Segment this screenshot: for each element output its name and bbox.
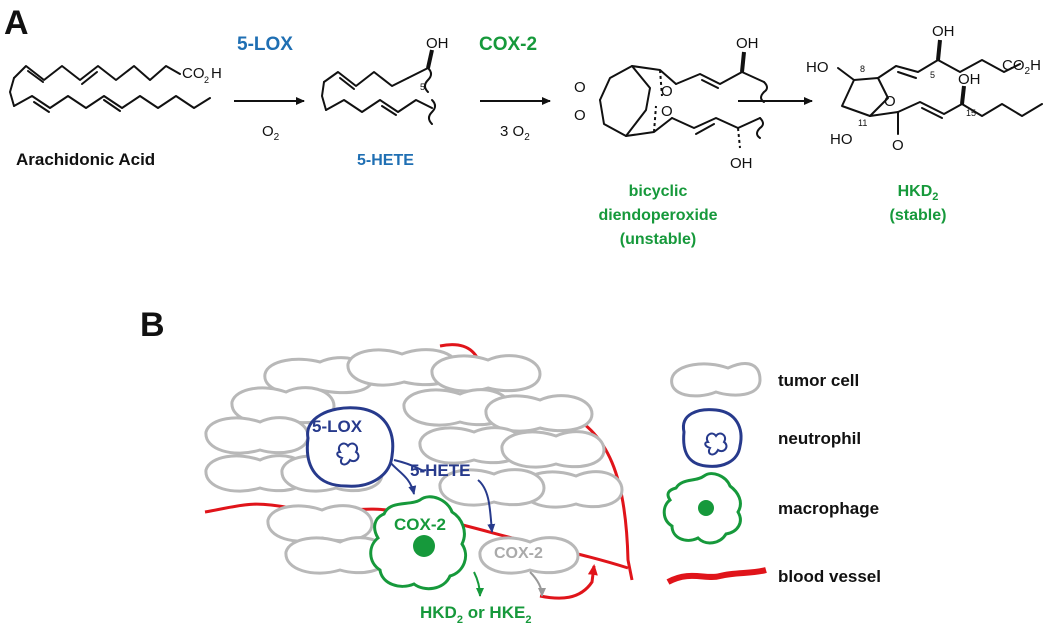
5-hete-structure: OH 5	[321, 35, 449, 125]
arrow-5hete-to-tumor	[477, 479, 496, 533]
legend-blood-vessel: blood vessel	[778, 567, 881, 586]
hkd-co2h: CO2H	[1002, 57, 1041, 77]
tumor-cells	[204, 348, 624, 575]
hkd-c8: 8	[860, 64, 865, 74]
arrow-5hete-line	[393, 459, 427, 472]
peroxide-o3: O	[661, 83, 673, 100]
compound-diendoperoxide: diendoperoxide	[598, 207, 717, 224]
acid-sub: 2	[204, 75, 209, 85]
hkd-c5: 5	[930, 70, 935, 80]
hkd-c11: 11	[858, 118, 867, 128]
enzyme-5lox: 5-LOX	[237, 34, 293, 55]
compound-hkd2: HKD2	[898, 183, 939, 203]
diendoperoxide-structure: O O O O OH OH	[574, 35, 768, 172]
hkd-ho-top: HO	[806, 59, 829, 76]
compound-arachidonic-acid: Arachidonic Acid	[16, 150, 155, 169]
hete-c5: 5	[420, 82, 425, 92]
peroxide-o2: O	[574, 107, 586, 124]
legend-tumor-cell: tumor cell	[778, 371, 859, 390]
hete-oh: OH	[426, 35, 449, 52]
compound-stable: (stable)	[890, 207, 947, 224]
compound-unstable: (unstable)	[620, 231, 696, 248]
macrophage-icon	[662, 472, 742, 545]
arrow-tumor-product	[529, 571, 546, 597]
legend-macrophage: macrophage	[778, 499, 879, 518]
tumor-cell-cox2	[478, 536, 580, 575]
macrophage-cox2-label: COX-2	[394, 515, 446, 534]
acid-h: H	[211, 65, 222, 82]
panel-a-label: A	[4, 4, 29, 42]
neutrophil-cell	[305, 406, 395, 488]
panel-b-label: B	[140, 306, 165, 344]
reagent-o2: O2	[262, 123, 280, 143]
neutrophil-icon	[681, 408, 743, 468]
compound-5-hete: 5-HETE	[357, 152, 414, 169]
tumor-cell-icon	[670, 362, 762, 398]
hkd-ketone-o: O	[892, 137, 904, 154]
enzyme-cox2: COX-2	[479, 34, 537, 55]
hkd2-structure: HO OH CO2H O HO O OH 8 5 11 15	[806, 23, 1043, 154]
arrow-macrophage-product	[473, 571, 484, 597]
neutrophil-5lox-label: 5-LOX	[312, 417, 363, 436]
reagent-3o2: 3 O2	[500, 123, 530, 143]
acid-co: CO	[182, 65, 205, 82]
blood-vessel-icon	[666, 567, 767, 585]
hkd-ho-bottom: HO	[830, 131, 853, 148]
product-label: HKD2 or HKE2	[420, 603, 531, 626]
peroxide-o1: O	[574, 79, 586, 96]
arrow-5hete-label: 5-HETE	[410, 461, 470, 480]
macrophage-cell	[369, 495, 467, 591]
arachidonic-acid-structure: CO 2 H	[9, 65, 222, 113]
peroxide-o4: O	[661, 103, 673, 120]
hkd-ring-o: O	[884, 93, 896, 110]
arrow-neutrophil-to-macrophage	[389, 461, 417, 495]
legend: tumor cell neutrophil macrophage blood v…	[662, 362, 881, 586]
tumor-cox2-label: COX-2	[494, 545, 543, 562]
compound-bicyclic: bicyclic	[629, 183, 688, 200]
hkd-oh-mid: OH	[958, 71, 981, 88]
hkd-c15: 15	[966, 108, 976, 118]
legend-neutrophil: neutrophil	[778, 429, 861, 448]
hkd-oh-top: OH	[932, 23, 955, 40]
dien-oh-top: OH	[736, 35, 759, 52]
dien-oh-bottom: OH	[730, 155, 753, 172]
